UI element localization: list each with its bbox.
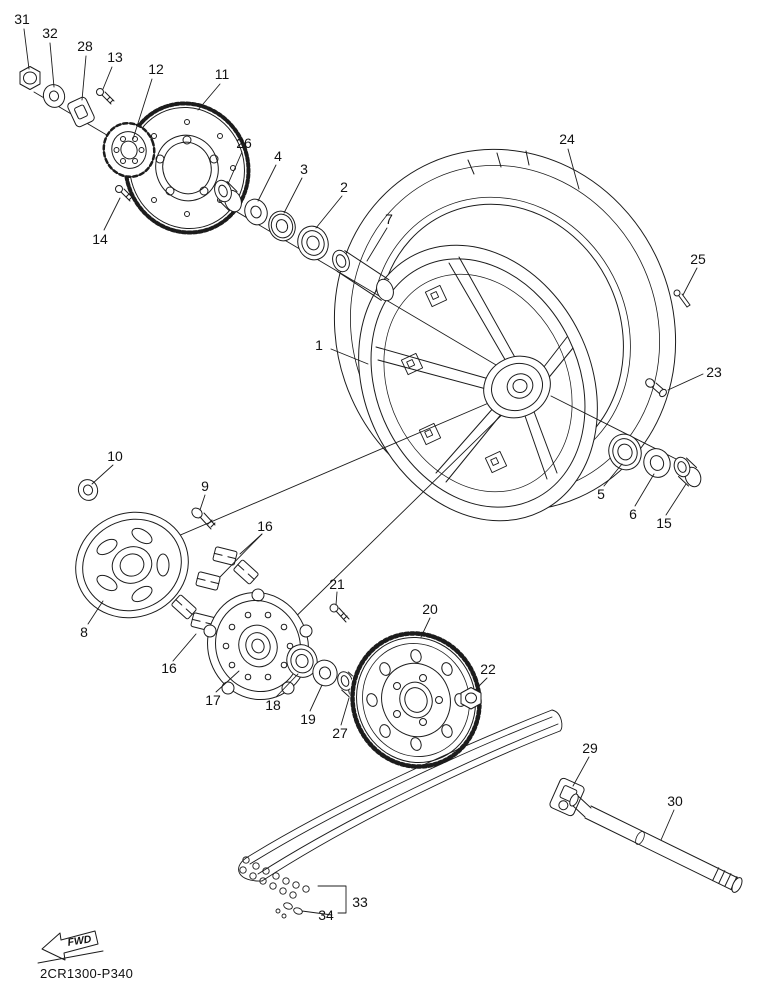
- bolt-9: [191, 507, 216, 530]
- fwd-label: FWD: [67, 933, 93, 949]
- drawing-number: 2CR1300-P340: [40, 966, 134, 981]
- caliper-bracket-block: [67, 96, 95, 128]
- washer-4: [244, 198, 268, 226]
- rear-sprocket: [349, 630, 483, 770]
- bolt-14: [115, 185, 134, 202]
- bolt-13: [96, 88, 115, 105]
- wheel-bearing-right: [608, 433, 642, 471]
- fwd-arrow: FWD: [37, 930, 104, 964]
- carrier-bearing: [286, 644, 318, 678]
- leader-lines: [23, 28, 704, 916]
- chain-joint: [275, 902, 303, 919]
- stud-bolt: [329, 603, 350, 623]
- oil-seal-right: [643, 448, 671, 478]
- rear-wheel: [358, 244, 598, 522]
- pin-25: [673, 289, 691, 308]
- damper-housing: [75, 511, 189, 619]
- rim-marks: [400, 284, 508, 474]
- axle-nut: [19, 66, 41, 90]
- sprocket-carrier: [203, 588, 313, 701]
- wheel-hub: [483, 355, 551, 419]
- brake-disc: [123, 101, 251, 235]
- axle-spacer-tube: [332, 249, 394, 302]
- damper-plate: [102, 121, 156, 179]
- valve-stem: [645, 378, 667, 398]
- sprocket-nut: [460, 687, 482, 710]
- rear-axle: [569, 793, 743, 893]
- washer-32: [42, 84, 66, 108]
- collar-right: [673, 456, 702, 488]
- collar-26: [214, 179, 242, 213]
- drive-chain: [238, 709, 563, 899]
- wheel-bearing-left: [297, 225, 329, 261]
- carrier-seal: [312, 659, 338, 687]
- oil-seal-left: [268, 210, 296, 242]
- washer-10: [77, 479, 99, 501]
